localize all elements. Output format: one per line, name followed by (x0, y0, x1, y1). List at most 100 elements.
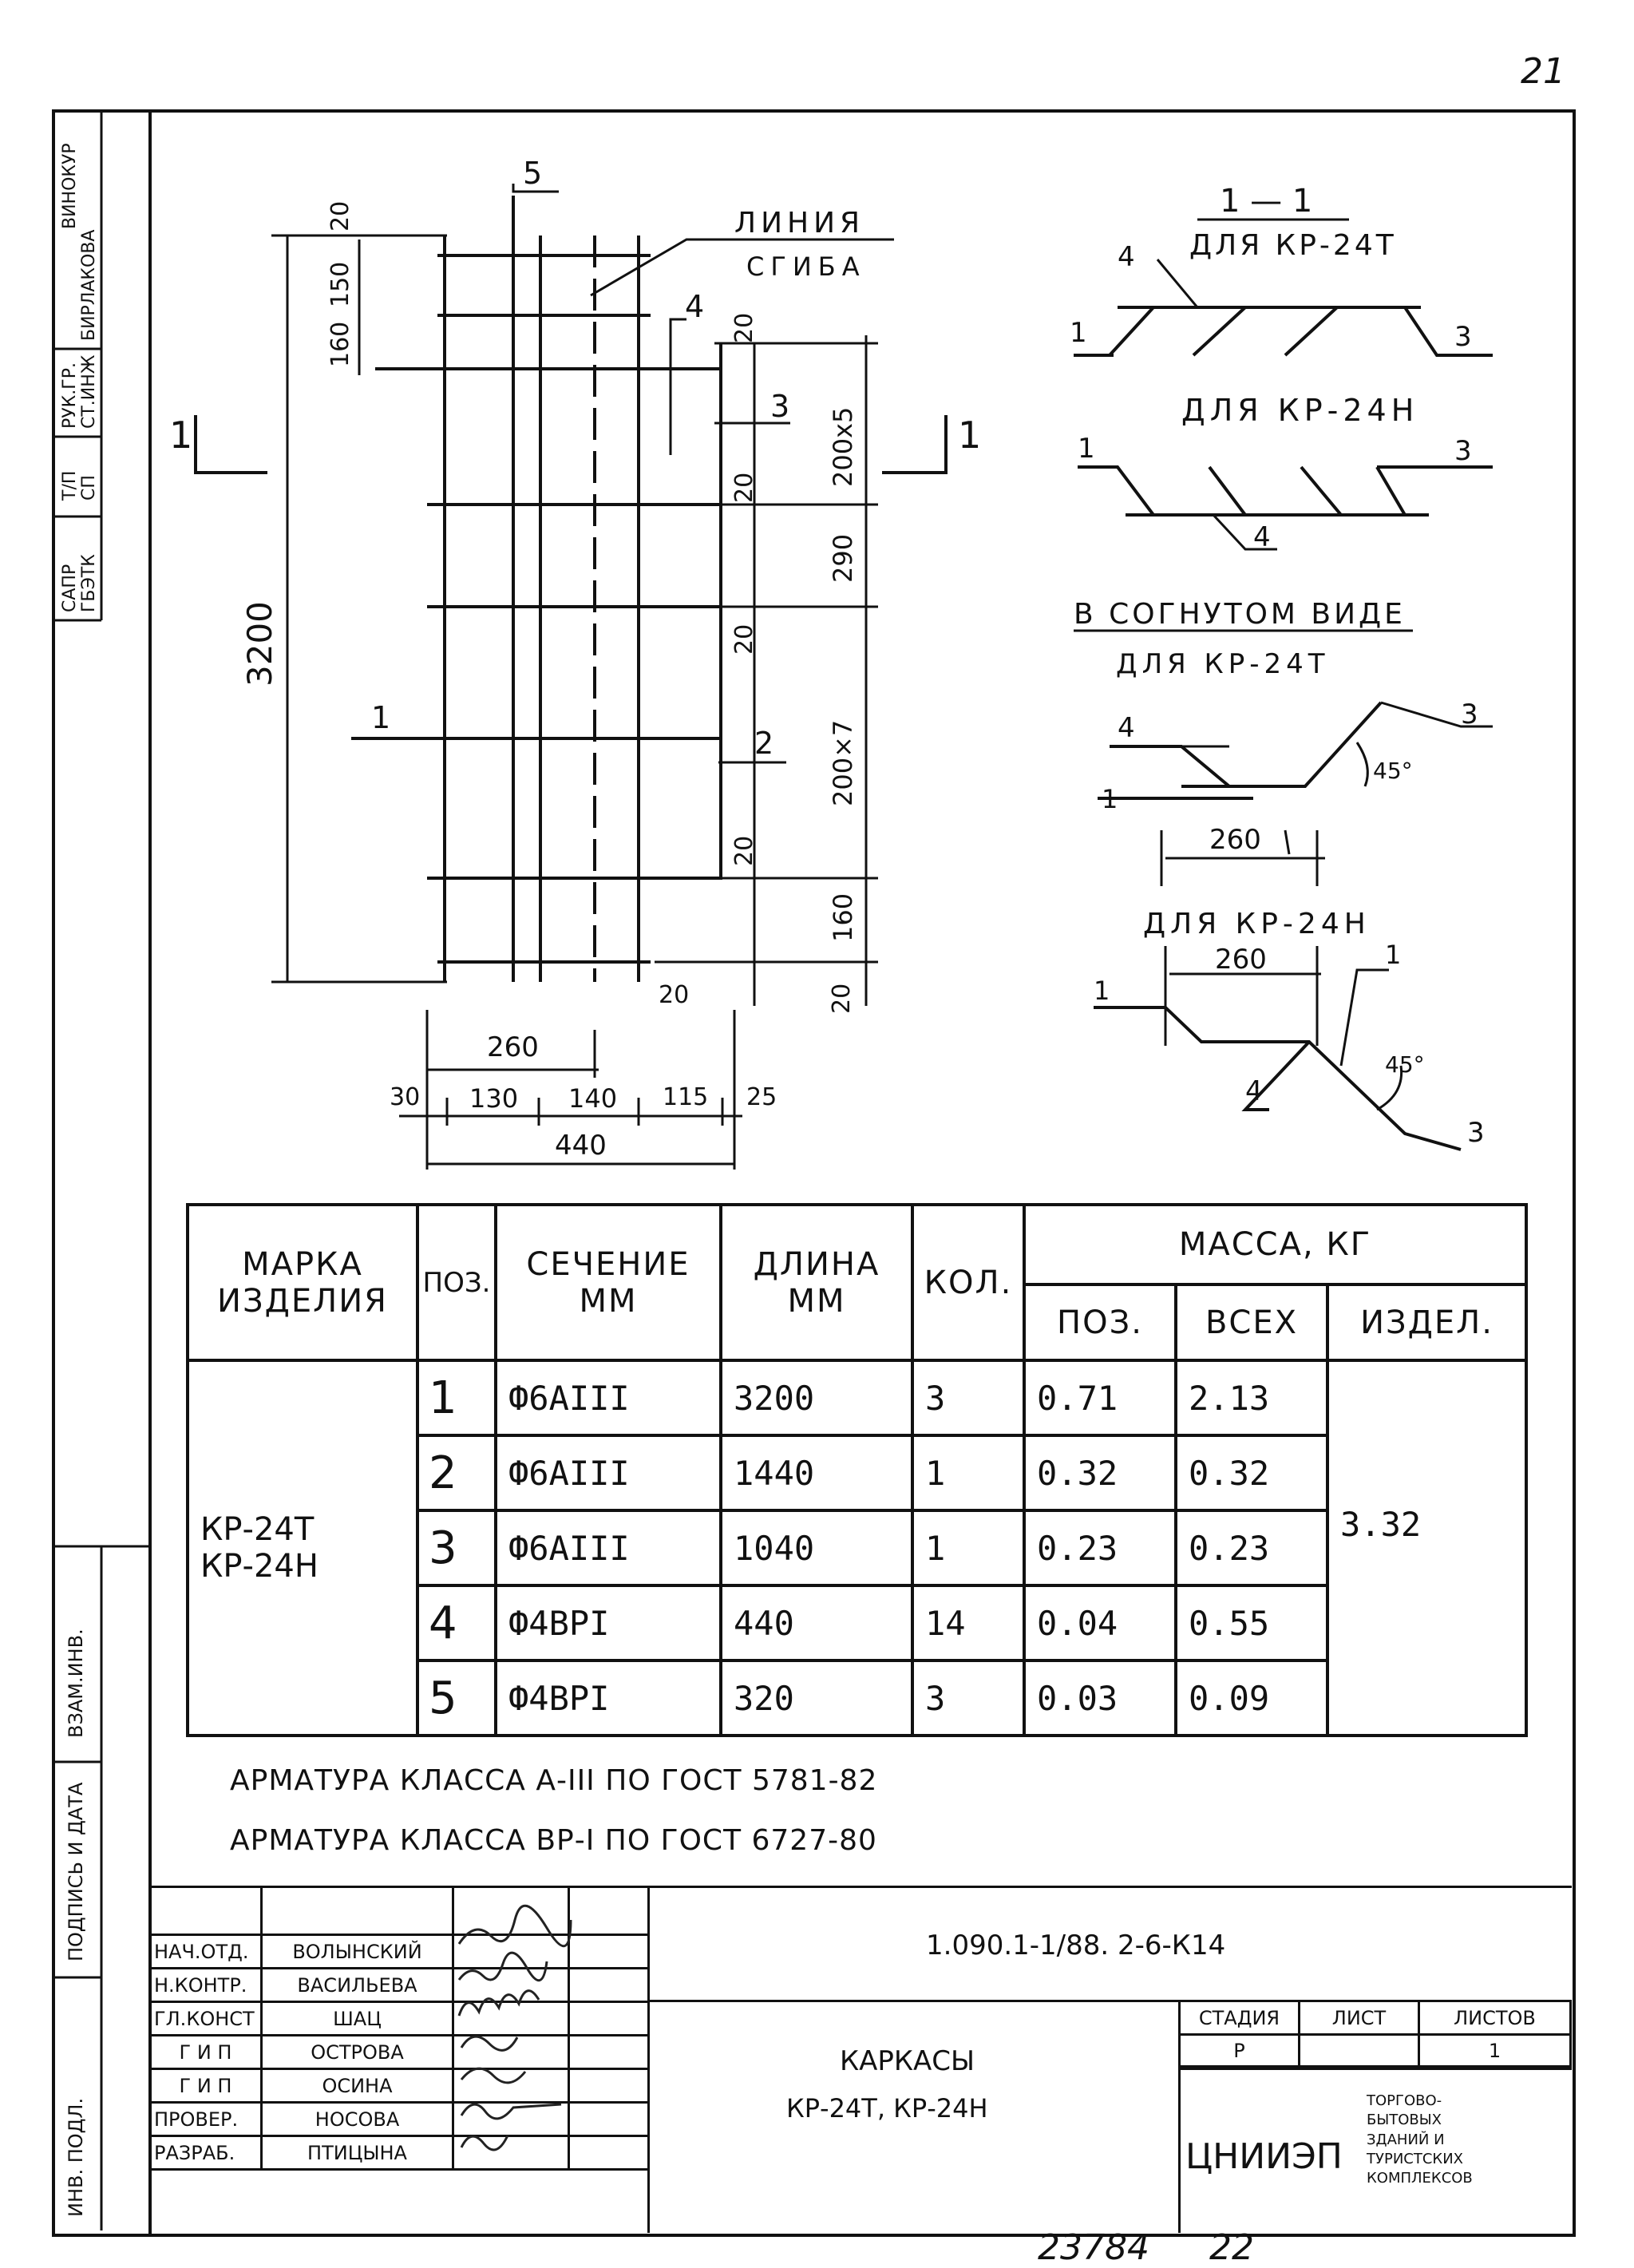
pos-cell: 2 (416, 1434, 497, 1512)
title-block-stage: СТАДИЯ ЛИСТ ЛИСТОВ Р 1 (1178, 2000, 1572, 2068)
bent-angle: 45° (1373, 758, 1413, 784)
section-mark-left: 1 (169, 414, 193, 457)
document-subtitle: КР-24Т, КР-24Н (786, 2093, 988, 2124)
qty-cell: 1 (911, 1509, 1026, 1587)
name-cell: ШАЦ (260, 2001, 454, 2036)
mark-3-label: 3 (770, 389, 790, 424)
section-cell: Ф6АIII (494, 1509, 722, 1587)
section-n3: 3 (1454, 321, 1472, 353)
header-section: СЕЧЕНИЕ ММ (494, 1203, 722, 1362)
title-block-main (647, 1886, 1572, 2233)
mark-cell: КР-24Т КР-24Н (186, 1359, 419, 1737)
qty-cell: 14 (911, 1584, 1026, 1662)
section-11-title: 1 — 1 (1220, 183, 1313, 220)
archive-number: 23784 (1038, 2227, 1149, 2268)
header-mark: МАРКА ИЗДЕЛИЯ (186, 1203, 419, 1362)
name-cell: ОСИНА (260, 2068, 454, 2104)
role-cell: Г И П (148, 2068, 263, 2104)
name-cell: ОСТРОВА (260, 2034, 454, 2070)
title-block-signatures: НАЧ.ОТД. ВОЛЫНСКИЙ Н.КОНТР. ВАСИЛЬЕВА ГЛ… (148, 1886, 650, 2171)
bent-for-24n: ДЛЯ КР-24Н (1143, 908, 1371, 940)
table-row: 5 Ф4ВРI 320 3 0.03 0.09 (188, 1659, 1526, 1737)
role-cell: РАЗРАБ. (148, 2135, 263, 2171)
section-n3: 3 (1454, 435, 1472, 467)
dim-25: 25 (746, 1083, 777, 1111)
bent-dim-260: 260 (1215, 944, 1267, 976)
org-cell (1178, 2068, 1572, 2233)
qty-cell: 3 (911, 1359, 1026, 1437)
mass-pos-cell: 0.32 (1023, 1434, 1177, 1512)
mass-all-cell: 2.13 (1174, 1359, 1329, 1437)
section-cell: Ф4ВРI (494, 1584, 722, 1662)
sheets-value: 1 (1418, 2033, 1572, 2068)
bent-view-title: В СОГНУТОМ ВИДЕ (1074, 598, 1406, 631)
header-pos: ПОЗ. (416, 1203, 497, 1362)
pos-cell: 5 (416, 1659, 497, 1737)
table-row: 2 Ф6АIII 1440 1 0.32 0.32 (188, 1434, 1526, 1512)
qty-cell: 3 (911, 1659, 1026, 1737)
dim-130: 130 (469, 1083, 519, 1114)
section-cell: Ф6АIII (494, 1359, 722, 1437)
mass-all-cell: 0.23 (1174, 1509, 1329, 1587)
section-n1: 1 (1078, 433, 1095, 465)
title-block-divider (647, 2000, 1569, 2002)
dim-440: 440 (555, 1130, 607, 1162)
section-n4: 4 (1118, 241, 1135, 273)
drawing-frame (148, 109, 1576, 2237)
mass-all-cell: 0.32 (1174, 1434, 1329, 1512)
section-for-24n: ДЛЯ КР-24Н (1181, 393, 1419, 428)
role-cell: НАЧ.ОТД. (148, 1934, 263, 1969)
section-mark-right: 1 (958, 414, 982, 457)
pos-cell: 1 (416, 1359, 497, 1437)
header-mass-all: ВСЕХ (1174, 1283, 1329, 1362)
bend-line-label: СГИБА (746, 251, 866, 282)
dim-115: 115 (663, 1083, 709, 1111)
role-cell: ГЛ.КОНСТ (148, 2001, 263, 2036)
dim-140: 140 (568, 1083, 618, 1114)
dim-30: 30 (390, 1083, 421, 1111)
sheet-label: ЛИСТ (1298, 2000, 1420, 2036)
role-cell: Г И П (148, 2034, 263, 2070)
bent-n3: 3 (1461, 699, 1478, 730)
bent-n1: 1 (1102, 784, 1118, 814)
mass-all-cell: 0.09 (1174, 1659, 1329, 1737)
section-cell: Ф4ВРI (494, 1659, 722, 1737)
role-cell: ПРОВЕР. (148, 2101, 263, 2137)
stage-label: СТАДИЯ (1178, 2000, 1300, 2036)
bent-dim-260: 260 (1209, 824, 1261, 856)
name-cell: ВАСИЛЬЕВА (260, 1967, 454, 2003)
bent-n1: 1 (1385, 940, 1402, 970)
mass-pos-cell: 0.71 (1023, 1359, 1177, 1437)
dim-20-right: 20 (659, 981, 690, 1009)
mass-pos-cell: 0.03 (1023, 1659, 1177, 1737)
length-cell: 320 (719, 1659, 914, 1737)
mass-pos-cell: 0.23 (1023, 1509, 1177, 1587)
role-cell: Н.КОНТР. (148, 1967, 263, 2003)
mark-value: КР-24Т (200, 1511, 315, 1548)
length-cell: 1440 (719, 1434, 914, 1512)
page-number: 21 (1521, 51, 1565, 92)
header-length: ДЛИНА ММ (719, 1203, 914, 1362)
stage-value: Р (1178, 2033, 1300, 2068)
document-title: КАРКАСЫ (840, 2045, 975, 2077)
section-for-24t: ДЛЯ КР-24Т (1189, 229, 1397, 262)
header-mass: МАССА, КГ (1022, 1203, 1529, 1286)
bent-n4: 4 (1118, 712, 1135, 744)
bent-n1: 1 (1094, 976, 1110, 1006)
bent-angle: 45° (1385, 1051, 1425, 1078)
length-cell: 440 (719, 1584, 914, 1662)
mass-pos-cell: 0.04 (1023, 1584, 1177, 1662)
mark-2-label: 2 (754, 726, 774, 761)
section-cell: Ф6АIII (494, 1434, 722, 1512)
side-stamp: ВИНОКУР БИРЛАКОВА РУК.ГР. СТ.ИНЖ Т/П СП … (52, 108, 152, 2230)
note-line: АРМАТУРА КЛАССА А-III ПО ГОСТ 5781-82 (230, 1764, 878, 1797)
bent-n4: 4 (1245, 1075, 1263, 1107)
specification-table: МАРКА ИЗДЕЛИЯ ПОЗ. СЕЧЕНИЕ ММ ДЛИНА ММ К… (186, 1203, 1529, 1737)
table-row: 3 Ф6АIII 1040 1 0.23 0.23 (188, 1509, 1526, 1587)
table-row: 4 Ф4ВРI 440 14 0.04 0.55 (188, 1584, 1526, 1662)
name-cell: НОСОВА (260, 2101, 454, 2137)
sheets-label: ЛИСТОВ (1418, 2000, 1572, 2036)
bend-line-label: ЛИНИЯ (734, 207, 865, 239)
header-mass-item: ИЗДЕЛ. (1325, 1283, 1529, 1362)
